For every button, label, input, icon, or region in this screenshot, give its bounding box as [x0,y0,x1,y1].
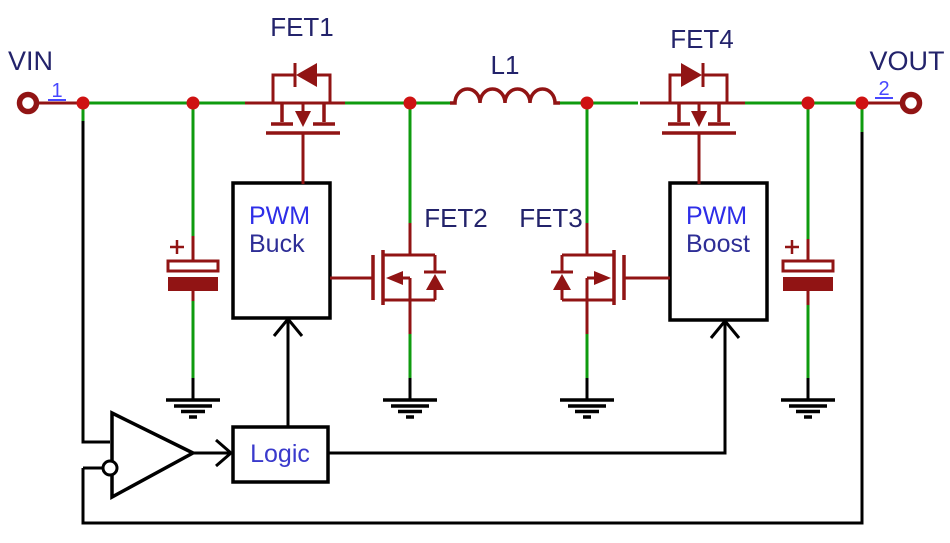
arrowhead-into-logic-icon [215,438,234,468]
inductor-l1-symbol [450,87,560,105]
fet3-body-diode-arrow [553,274,571,290]
power-rail-wires [81,101,864,379]
fet1-body-diode-arrow [296,63,317,87]
fet3-body-wires [551,253,614,302]
junction-dot [403,96,417,110]
comparator-inverting-bubble [101,459,119,477]
signal-arrowheads [215,316,741,468]
fet4-symbol [640,63,745,135]
junction-dot [855,96,869,110]
vout-pin-number: 2 [878,78,889,100]
pwm-boost-label-line1: PWM [686,202,747,230]
red-wire-segments [38,101,901,334]
pwm-boost-box [668,181,769,322]
ground-icon [166,398,220,419]
fet2-bulk-arrow [386,271,403,285]
pwm-buck-block: PWM Buck [231,181,332,320]
fet2-symbol [371,250,446,305]
ground-icon [560,398,614,419]
pwm-boost-block: PWM Boost [668,181,769,322]
fet4-channel-and-gate-bars [662,103,736,135]
junction-dots [76,96,869,110]
logic-box [231,425,330,484]
component-labels: FET1 FET4 L1 FET2 FET3 [270,12,734,233]
comparator-triangle [110,410,197,500]
control-feedback-wires [81,121,864,525]
vout-terminal: VOUT 2 [869,46,945,115]
ground-icon [383,398,437,419]
pwm-boost-label-line2: Boost [686,230,750,258]
fet4-body-diode-loop [668,63,729,103]
fet3-label: FET3 [519,203,583,233]
capacitor-negative-plate [168,277,218,291]
fet2-body-diode-arrow [426,274,444,290]
vout-terminal-ring-icon [899,91,923,115]
fet1-body-diode-loop [271,63,332,103]
fet1-channel-and-gate-bars [266,103,340,135]
junction-dot [76,96,90,110]
component-red-wires [38,101,901,334]
vin-label: VIN [8,46,53,76]
comparator-symbol [101,410,197,500]
logic-label: Logic [250,440,310,468]
fet4-bulk-arrow [691,111,707,127]
junction-dot [801,96,815,110]
ground-symbols [166,378,835,419]
fet1-label: FET1 [270,12,334,42]
vin-terminal: VIN 1 [8,46,66,115]
ground-stems [191,378,810,400]
capacitor-plus-icon [170,240,184,254]
fet3-channel-and-gate-bars [612,250,626,305]
vout-label: VOUT [869,46,944,76]
ground-icon [781,398,835,419]
junction-dot [186,96,200,110]
inductor-l1-label: L1 [491,50,520,80]
fet1-bulk-arrow [295,111,311,127]
fet2-channel-and-gate-bars [371,250,385,305]
vin-terminal-ring-icon [16,91,40,115]
fet3-symbol [551,250,626,305]
output-capacitor-symbol [781,240,835,291]
fet2-body-wires [383,253,446,302]
green-rail-drops [81,103,864,379]
junction-dot [580,96,594,110]
pwm-buck-box [231,181,332,320]
pwm-buck-label-line1: PWM [249,202,310,230]
pwm-buck-label-line2: Buck [249,230,305,258]
arrowhead-into-pwm-buck-icon [272,316,304,337]
capacitor-plus-icon [785,240,799,254]
capacitor-positive-plate [781,259,835,273]
fet3-bulk-arrow [594,271,611,285]
inductor-coil [450,87,560,105]
arrowhead-into-pwm-boost-icon [709,318,741,339]
logic-block: Logic [231,425,330,484]
vin-pin-number: 1 [51,80,62,102]
fet4-body-diode-arrow [681,63,702,87]
comparator-input-and-feedback-wires [81,121,864,525]
capacitor-negative-plate [783,277,833,291]
fet2-label: FET2 [424,203,488,233]
fet1-symbol [245,63,345,135]
fet4-label: FET4 [670,24,734,54]
capacitor-positive-plate [166,259,220,273]
input-capacitor-symbol [166,240,220,291]
